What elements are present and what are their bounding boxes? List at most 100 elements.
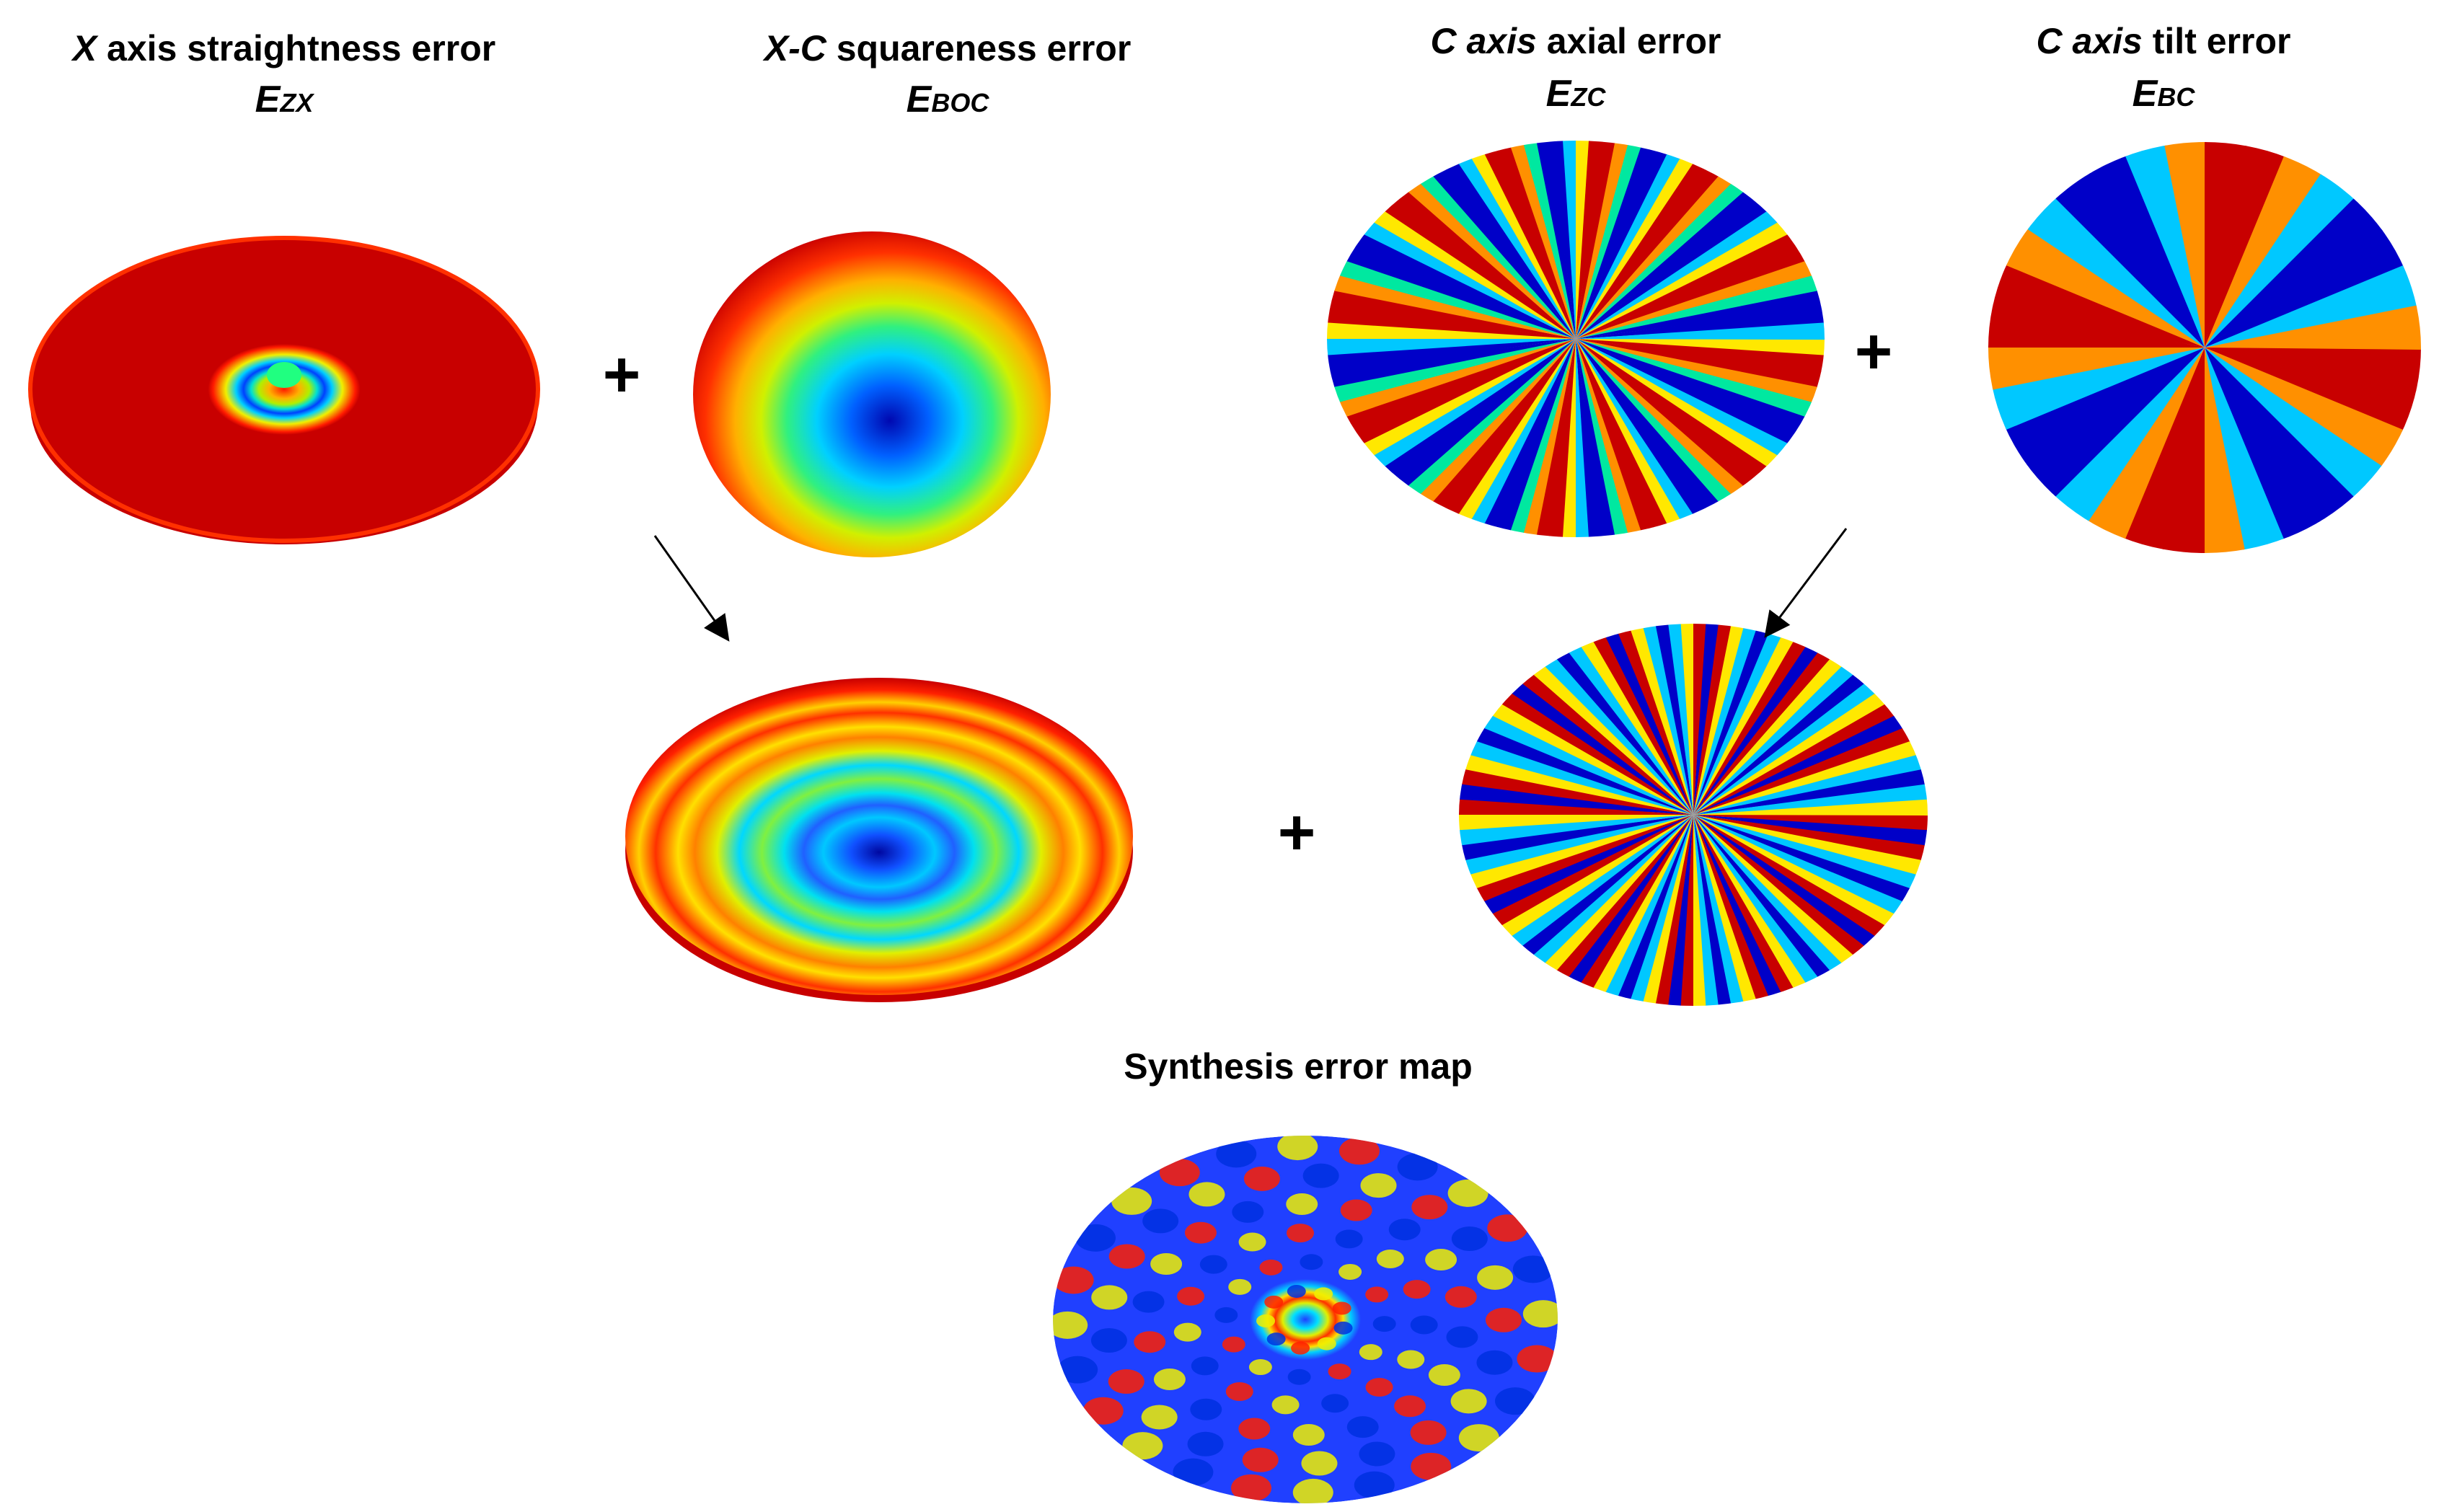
surface-sector (1693, 815, 1791, 1006)
synthesis-spot (1301, 1451, 1338, 1476)
arrow-to-combined-left (653, 535, 730, 642)
squareness-error-surface (693, 231, 1051, 557)
synthesis-spot (1446, 1326, 1478, 1348)
synthesis-spot (1458, 1424, 1499, 1452)
surface-sector (2036, 142, 2205, 348)
synthesis-spot (1410, 1420, 1447, 1445)
synthesis-spot (1291, 1341, 1310, 1355)
surface-sector (1424, 141, 1576, 339)
surface-sector (1673, 624, 1695, 815)
surface-sector (1574, 339, 1596, 537)
surface-sector (1442, 141, 1576, 339)
synthesis-spot (1231, 1474, 1272, 1502)
synthesis-spot (1141, 1405, 1178, 1430)
synthesis-spot (1108, 1369, 1144, 1394)
surface-sector (1615, 624, 1693, 815)
surface-sector (2205, 142, 2376, 348)
synthesis-spot (1173, 1458, 1214, 1486)
synthesis-spot (1485, 1307, 1522, 1332)
surface-sector (1693, 815, 1845, 1006)
axial-error-surface (1327, 141, 1825, 537)
synthesis-spot (1108, 1244, 1145, 1269)
synthesis-spot (1517, 1345, 1558, 1373)
synthesis-spot (1411, 1195, 1448, 1220)
surface-sector (2205, 288, 2421, 351)
combined-radial-error-surface (625, 678, 1133, 1002)
surface-sector (1576, 141, 1693, 339)
synthesis-spot (1333, 1321, 1353, 1335)
synthesis-spot (1256, 1314, 1276, 1327)
surface-sector (1577, 624, 1693, 815)
surface-sector (1596, 624, 1693, 815)
surface-sector (1693, 624, 1828, 815)
synthesis-spot (1266, 1332, 1286, 1346)
surface-sector (1654, 624, 1693, 815)
synthesis-spot (1222, 1336, 1245, 1353)
synthesis-spot (1428, 1363, 1460, 1386)
synthesis-spot (1450, 1389, 1487, 1414)
synthesis-spot (1075, 1224, 1116, 1252)
surface-sector (1693, 736, 1928, 815)
combined-angular-error-surface (1459, 624, 1928, 1006)
surface-sector (1576, 260, 1825, 339)
surface-sector (2089, 142, 2205, 348)
surface-sector (1693, 815, 1733, 1006)
surface-sector (1693, 815, 1827, 1006)
surface-sector (1576, 339, 1654, 537)
surface-sector (1556, 141, 1577, 339)
plus-sign-middle: + (1277, 797, 1316, 869)
surface-sector (1423, 339, 1576, 537)
surface-sector (1693, 795, 1928, 816)
synthesis-spot (1300, 1254, 1323, 1270)
surface-sector (1496, 339, 1576, 537)
surface-sector (1576, 339, 1673, 537)
surface-sector (1327, 339, 1576, 398)
synthesis-spot (1394, 1395, 1426, 1418)
synthesis-spot (1376, 1249, 1404, 1268)
synthesis-spot (1153, 1368, 1186, 1390)
synthesis-spot (1411, 1452, 1452, 1480)
surface-sector (1988, 348, 2205, 464)
synthesis-spot (1359, 1441, 1395, 1467)
synthesis-spot (1259, 1259, 1283, 1276)
plus-sign-top-right: + (1854, 316, 1893, 388)
synthesis-spot (1388, 1219, 1421, 1241)
surface-sector (2034, 348, 2205, 553)
surface-sector (2205, 348, 2421, 467)
synthesis-spot (1314, 1287, 1333, 1301)
surface-sector (1517, 141, 1576, 339)
synthesis-spot (1132, 1291, 1165, 1313)
synthesis-spot (1286, 1224, 1314, 1243)
surface-sector (1576, 299, 1825, 339)
synthesis-spot (1057, 1356, 1098, 1384)
surface-sector (1693, 624, 1773, 815)
surface-sector (1441, 339, 1576, 537)
surface-sector (1327, 339, 1576, 379)
surface-sector (1576, 339, 1692, 537)
title-tilt-error: C axis tilt error (2036, 21, 2291, 61)
synthesis-spot (1495, 1387, 1536, 1415)
synthesis-spot (1150, 1253, 1183, 1276)
title-synthesis-error-map: Synthesis error map (1124, 1046, 1473, 1087)
synthesis-spot (1142, 1208, 1179, 1234)
surface-sector (1327, 240, 1576, 339)
surface-sector (2205, 231, 2421, 348)
synthesis-spot (1346, 1416, 1379, 1438)
straightness-error-surface (28, 236, 540, 544)
synthesis-spot (1365, 1286, 1389, 1303)
synthesis-spot (1082, 1397, 1124, 1425)
surface-sector (1576, 141, 1656, 339)
synthesis-spot (1216, 1140, 1257, 1168)
synthesis-spot (1338, 1137, 1380, 1165)
synthesis-spot (1335, 1229, 1363, 1249)
synthesis-spot (1397, 1350, 1425, 1369)
synthesis-spot (1451, 1226, 1488, 1251)
synthesis-spot (1354, 1471, 1395, 1499)
synthesis-spot (1292, 1478, 1333, 1503)
surface-sector (1693, 815, 1809, 1006)
surface-sector (1576, 223, 1825, 339)
surface-sector (1576, 339, 1825, 438)
surface-sector (1459, 339, 1576, 537)
synthesis-spot (1184, 1221, 1217, 1244)
